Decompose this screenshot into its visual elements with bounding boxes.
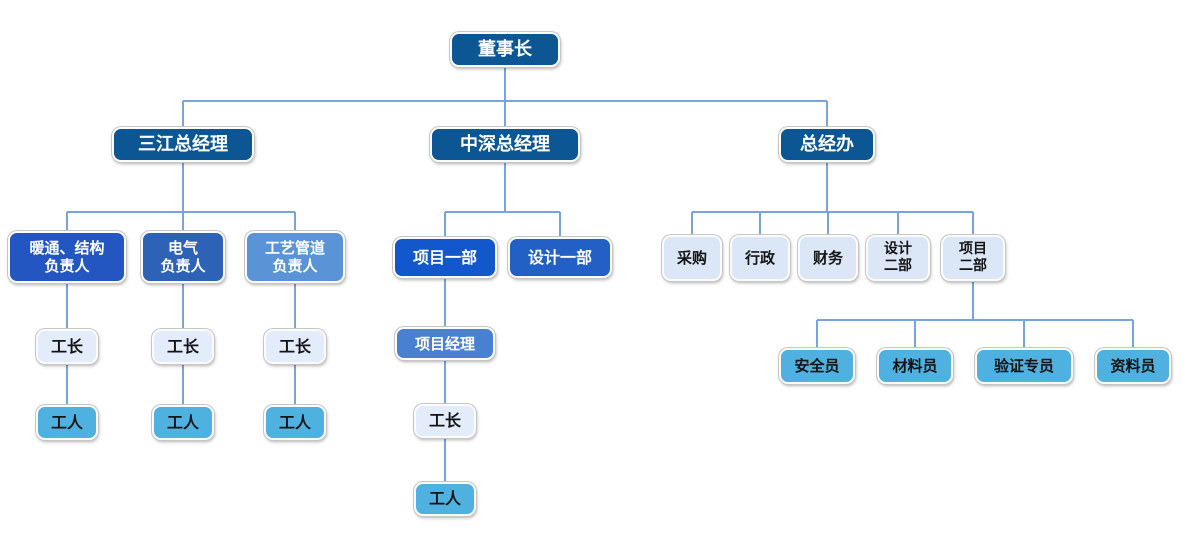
node-gm-office: 总经办 [779, 127, 875, 162]
node-piping-lead: 工艺管道 负责人 [245, 231, 345, 283]
node-safety-officer: 安全员 [779, 348, 855, 384]
node-foreman-3: 工长 [264, 329, 326, 364]
node-design-dept-2: 设计 二部 [866, 235, 930, 281]
node-worker-4: 工人 [414, 482, 476, 516]
node-foreman-1: 工长 [36, 329, 98, 364]
node-procurement: 采购 [662, 235, 722, 281]
node-electrical-lead: 电气 负责人 [141, 231, 225, 283]
node-finance: 财务 [798, 235, 858, 281]
node-foreman-4: 工长 [414, 404, 476, 438]
node-worker-3: 工人 [264, 405, 326, 440]
node-project-dept-1: 项目一部 [393, 237, 497, 278]
node-admin: 行政 [730, 235, 790, 281]
node-zhongshen-gm: 中深总经理 [430, 127, 580, 162]
node-project-manager: 项目经理 [395, 327, 495, 360]
node-worker-2: 工人 [152, 405, 214, 440]
node-sanjiang-gm: 三江总经理 [112, 127, 254, 162]
node-worker-1: 工人 [36, 405, 98, 440]
node-verification-specialist: 验证专员 [975, 348, 1073, 384]
node-hvac-structure-lead: 暖通、结构 负责人 [8, 231, 126, 283]
node-document-officer: 资料员 [1095, 348, 1171, 384]
node-material-officer: 材料员 [877, 348, 953, 384]
node-foreman-2: 工长 [152, 329, 214, 364]
node-project-dept-2: 项目 二部 [941, 235, 1005, 281]
connector-group [66, 67, 1134, 482]
node-chairman: 董事长 [450, 32, 560, 67]
node-design-dept-1: 设计一部 [508, 237, 612, 278]
